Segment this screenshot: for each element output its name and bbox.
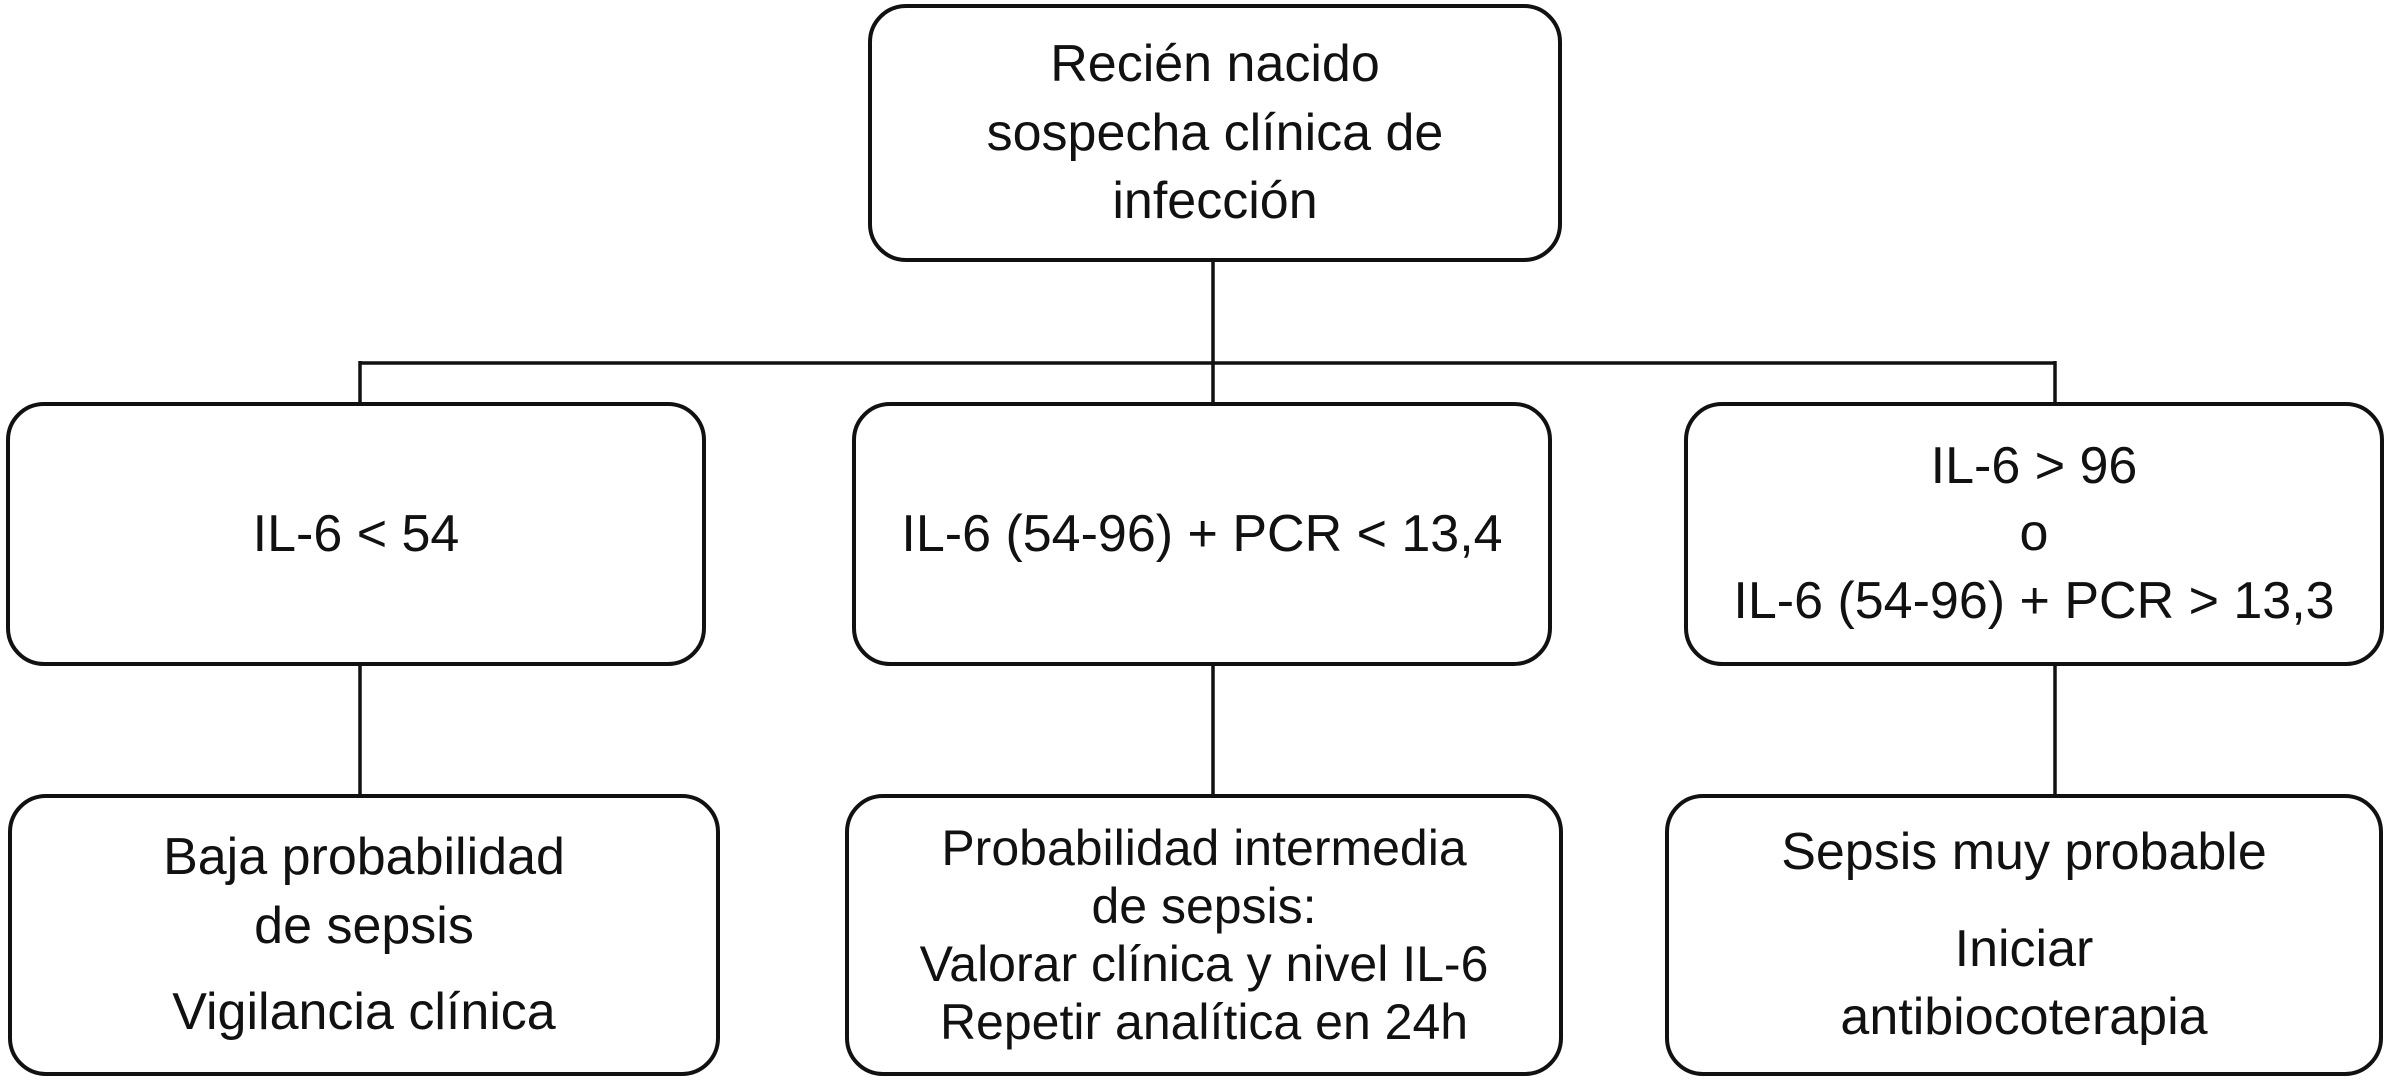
node-condition-il6-high: IL-6 > 96 o IL-6 (54-96) + PCR > 13,3: [1684, 402, 2384, 666]
node-text-line: Iniciar: [1954, 919, 2094, 978]
node-text-line: Repetir analítica en 24h: [939, 994, 1469, 1050]
node-condition-il6-intermediate: IL-6 (54-96) + PCR < 13,4: [852, 402, 1552, 666]
node-root-suspected-infection: Recién nacido sospecha clínica de infecc…: [868, 4, 1562, 262]
node-outcome-intermediate-probability: Probabilidad intermedia de sepsis: Valor…: [845, 794, 1563, 1076]
node-text-line: infección: [1112, 172, 1318, 231]
node-text-line: Vigilancia clínica: [172, 983, 556, 1042]
node-text-line: IL-6 (54-96) + PCR < 13,4: [901, 504, 1503, 563]
node-text-line: de sepsis:: [1091, 878, 1317, 934]
node-text-line: IL-6 < 54: [252, 504, 460, 563]
node-text-line: Probabilidad intermedia: [941, 820, 1467, 876]
node-text-line: Sepsis muy probable: [1781, 823, 2267, 882]
node-text-line: sospecha clínica de: [986, 103, 1444, 162]
node-text-line: IL-6 > 96: [1930, 436, 2138, 495]
node-condition-il6-low: IL-6 < 54: [6, 402, 706, 666]
node-outcome-low-probability: Baja probabilidad de sepsis Vigilancia c…: [8, 794, 720, 1076]
node-text-line: IL-6 (54-96) + PCR > 13,3: [1733, 571, 2335, 630]
node-text-line: de sepsis: [254, 896, 474, 955]
node-text-line: Baja probabilidad: [163, 828, 565, 887]
node-text-line: Recién nacido: [1050, 35, 1380, 94]
node-text-line: antibiocoterapia: [1840, 988, 2208, 1047]
node-outcome-sepsis-probable: Sepsis muy probable Iniciar antibiocoter…: [1665, 794, 2383, 1076]
node-text-line: o: [2019, 504, 2049, 563]
node-text-line: Valorar clínica y nivel IL-6: [919, 936, 1489, 992]
